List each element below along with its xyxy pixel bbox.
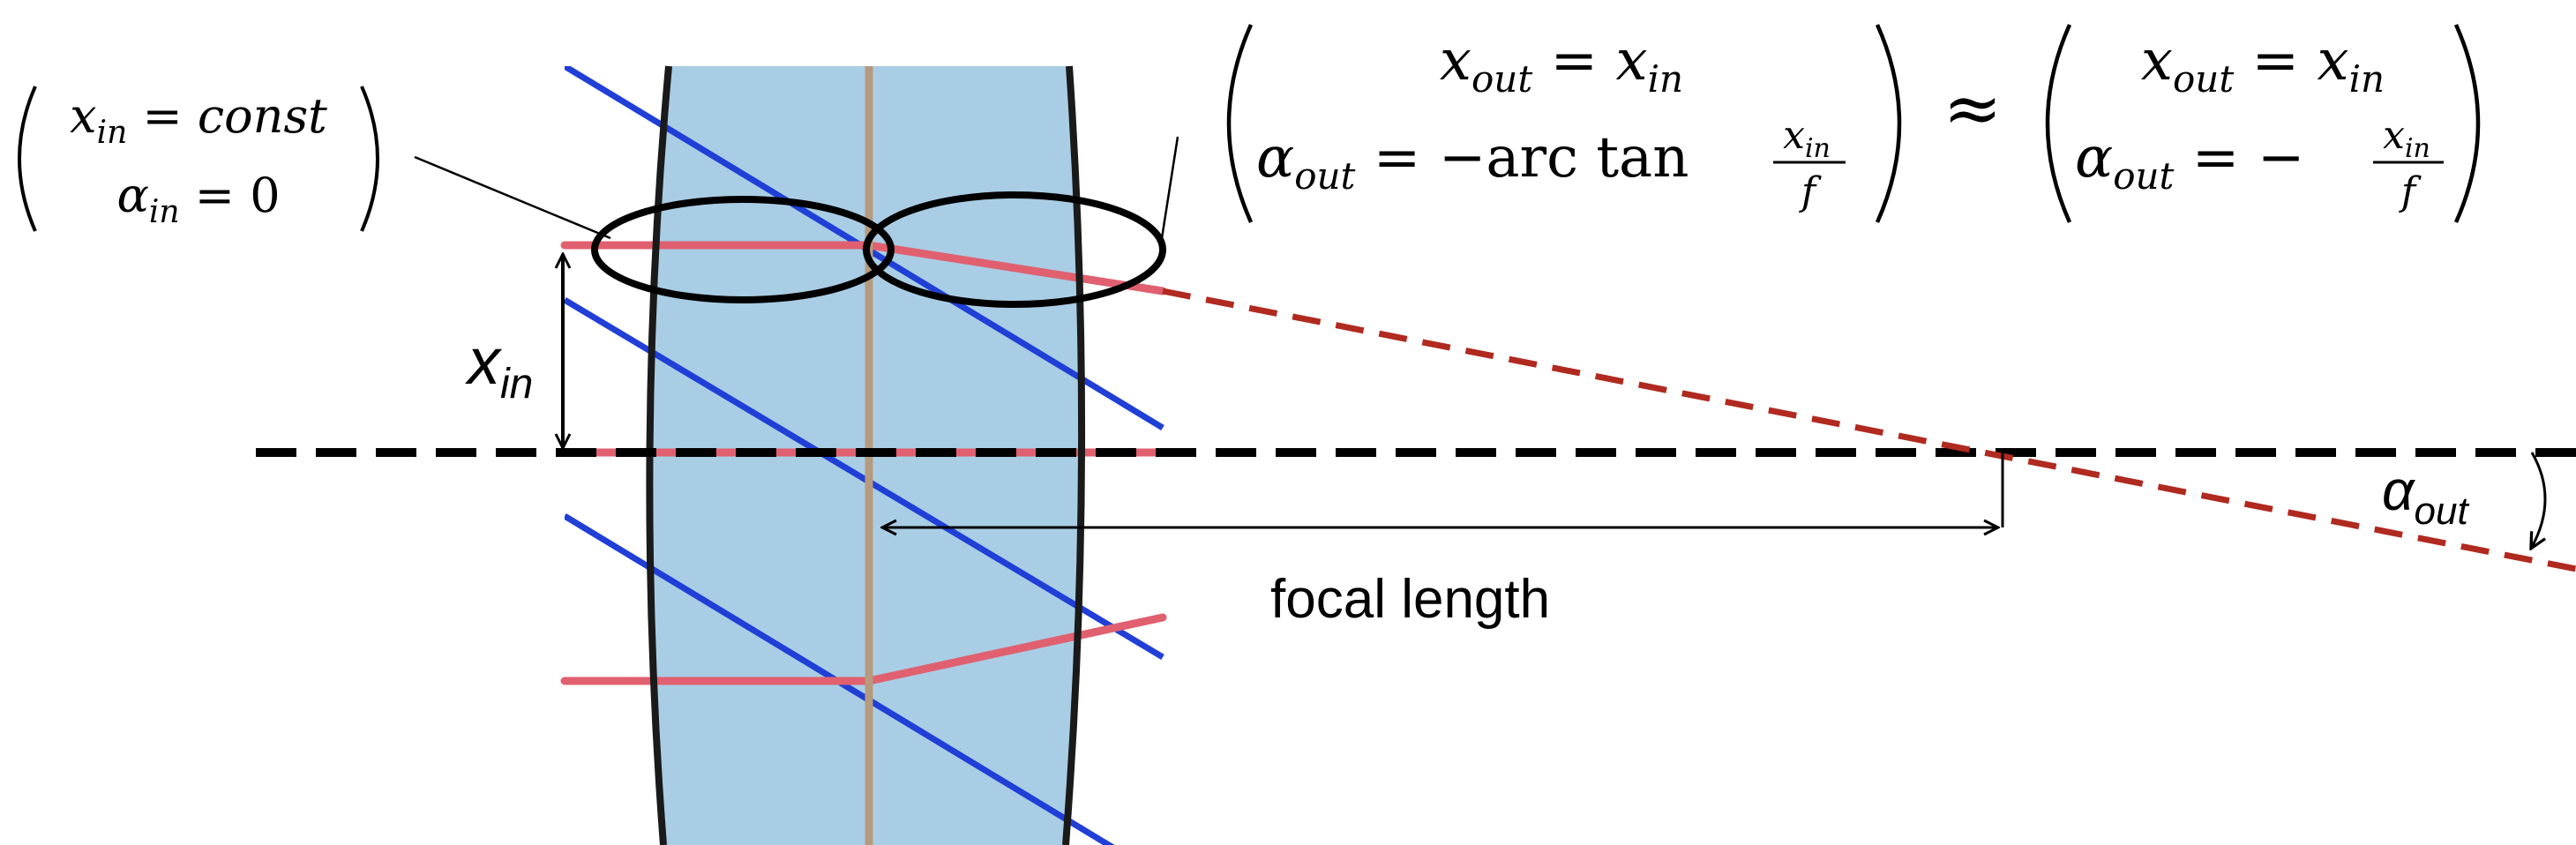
output-approx-row-1: xout = xin — [2141, 28, 2385, 101]
output-approx-right-paren — [2453, 24, 2481, 223]
output-approx-matrix: xout = xin αout = − xin f — [2045, 24, 2481, 223]
output-approx-left-paren — [2045, 24, 2072, 223]
blue-ray-2 — [565, 296, 1164, 661]
input-matrix: xin = const αin = 0 — [18, 86, 379, 232]
output-exact-matrix: xout = xin αout = −arc tan xin f — [1226, 24, 1902, 223]
approx-symbol: ≈ — [1943, 67, 2002, 149]
input-row-1: xin = const — [70, 88, 327, 151]
input-leader-line — [414, 155, 611, 240]
input-ellipse — [591, 196, 895, 303]
lens-right-edge — [1062, 65, 1086, 845]
output-approx-row-2: αout = − — [2075, 125, 2304, 198]
output-leader-line — [1160, 136, 1179, 239]
alpha-out-arc — [2532, 452, 2547, 547]
input-matrix-right-paren — [360, 86, 379, 232]
output-exact-row-1: xout = xin — [1440, 28, 1683, 101]
output-approx-fraction-denominator: f — [2399, 169, 2422, 214]
x-in-label: xin — [465, 325, 533, 408]
refracted-ray-extension — [1162, 288, 2576, 572]
focal-length-label: focal length — [1270, 569, 1550, 630]
alpha-out-label: αout — [2382, 459, 2469, 533]
output-exact-left-paren — [1226, 24, 1254, 223]
output-ellipse — [863, 191, 1166, 308]
output-exact-row-2: αout = −arc tan — [1256, 125, 1689, 198]
output-exact-fraction-denominator: f — [1799, 169, 1822, 214]
output-exact-fraction-numerator: xin — [1783, 113, 1831, 164]
blue-ray-3 — [565, 513, 1115, 845]
input-row-2: αin = 0 — [116, 168, 280, 230]
input-matrix-left-paren — [18, 86, 37, 232]
output-exact-right-paren — [1875, 24, 1902, 223]
output-approx-fraction-numerator: xin — [2383, 113, 2430, 164]
